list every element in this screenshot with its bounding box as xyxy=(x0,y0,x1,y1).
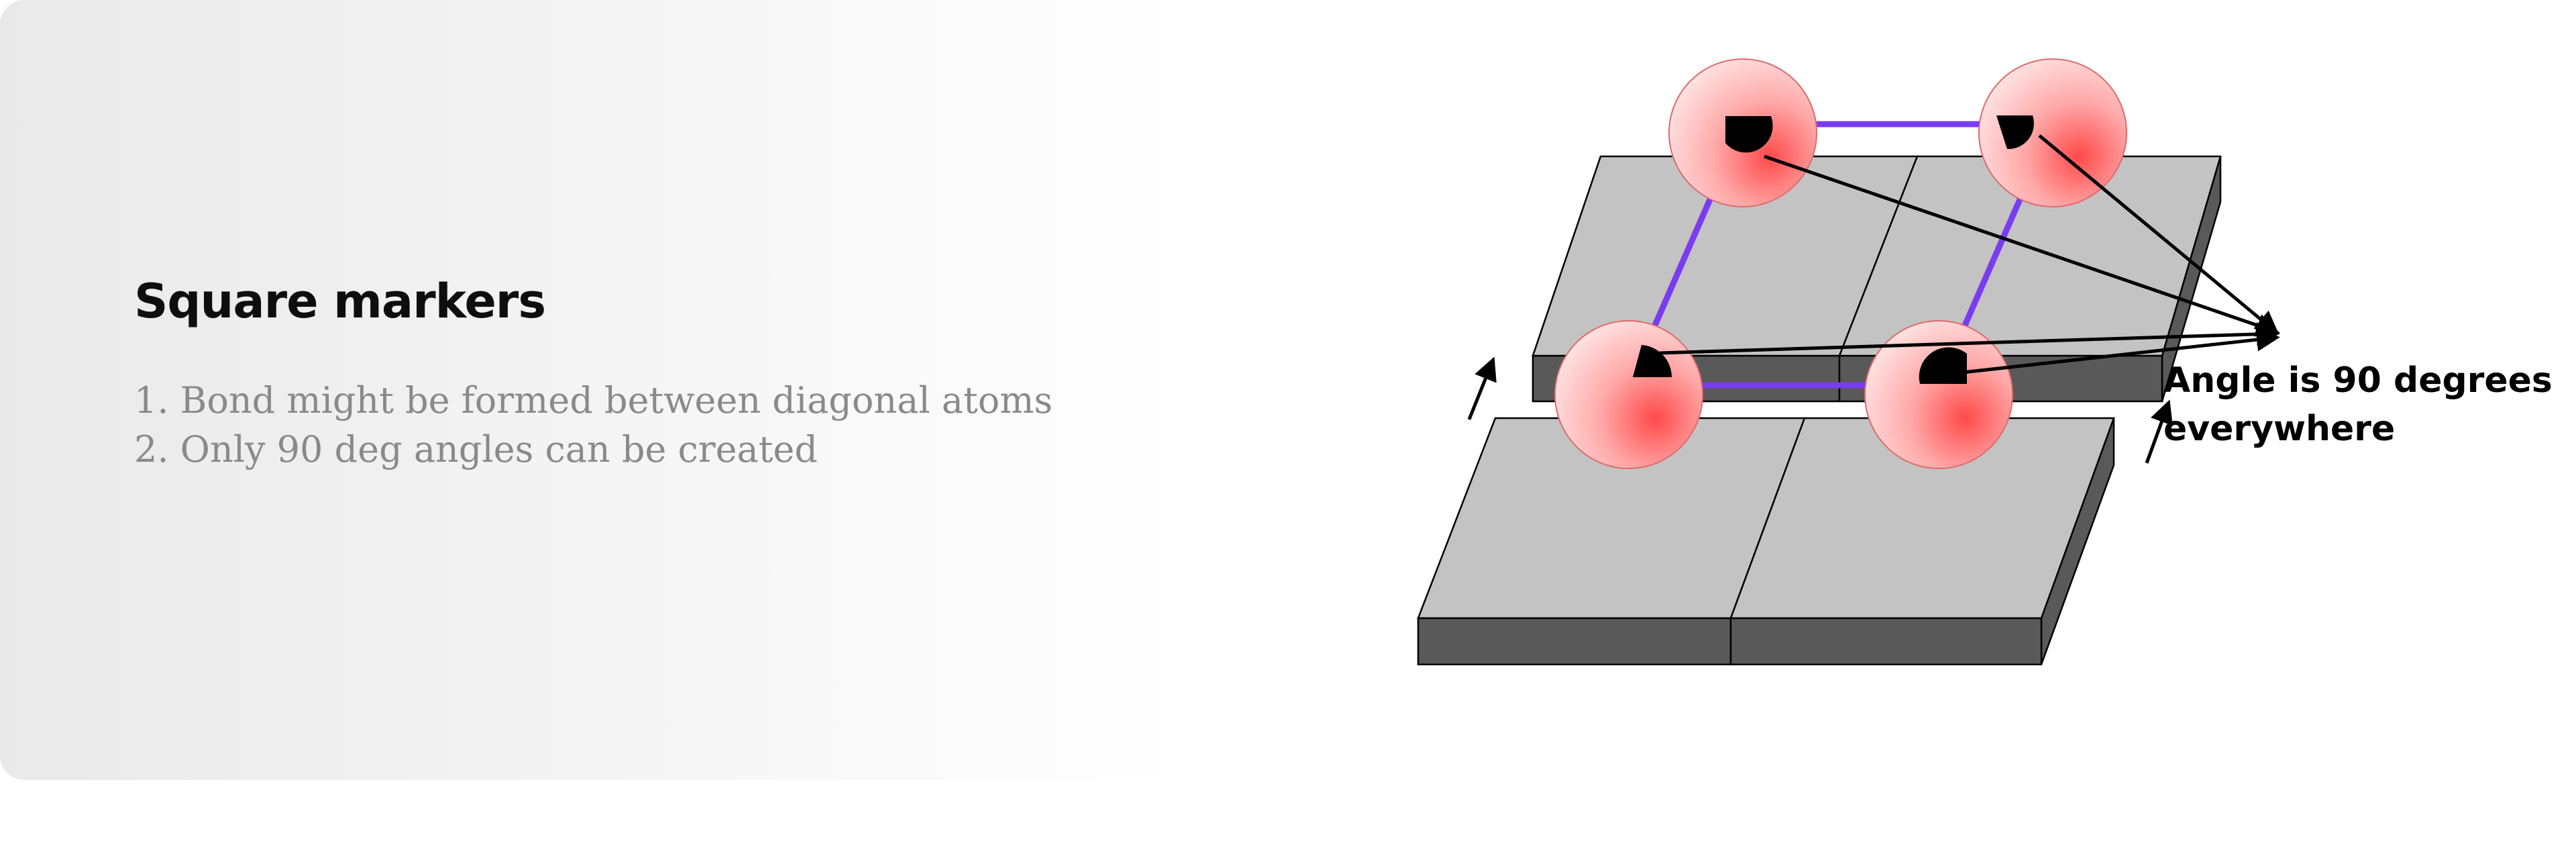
angle-markers xyxy=(1633,115,2034,384)
square-marker-icon xyxy=(1725,116,1773,153)
arrow-icon xyxy=(1659,322,2280,355)
points-list: 1. Bond might be formed between diagonal… xyxy=(134,376,1053,474)
arrow-icon xyxy=(2038,134,2279,335)
atom-front-left xyxy=(1554,320,1703,469)
panel-title: Square markers xyxy=(134,274,546,329)
square-marker-icon xyxy=(1919,347,1967,384)
callout-line: everywhere xyxy=(2163,409,2395,449)
lower-tile-layer xyxy=(1417,417,2115,666)
atom-front-right xyxy=(1864,320,2013,469)
callout-arrows xyxy=(1659,134,2280,375)
point-item: 1. Bond might be formed between diagonal… xyxy=(134,379,1053,421)
info-panel: Square markers 1. Bond might be formed b… xyxy=(0,0,1181,780)
arrow-icon xyxy=(1955,328,2280,375)
lower-tile-top-right xyxy=(1729,417,2115,619)
direction-arrows xyxy=(1467,356,2173,464)
arrow-icon xyxy=(1764,154,2280,337)
square-marker-icon xyxy=(1633,345,1672,377)
point-item: 2. Only 90 deg angles can be created xyxy=(134,428,818,470)
atoms xyxy=(1554,58,2127,469)
callout-line: Angle is 90 degrees xyxy=(2163,360,2553,401)
lower-tile-front-right xyxy=(1729,617,2043,666)
square-marker-icon xyxy=(1996,115,2034,150)
lower-tile-front-left xyxy=(1417,617,1732,666)
up-arrow-icon xyxy=(1467,356,1497,420)
up-arrow-icon xyxy=(2145,399,2173,464)
atom-back-right xyxy=(1978,58,2127,207)
